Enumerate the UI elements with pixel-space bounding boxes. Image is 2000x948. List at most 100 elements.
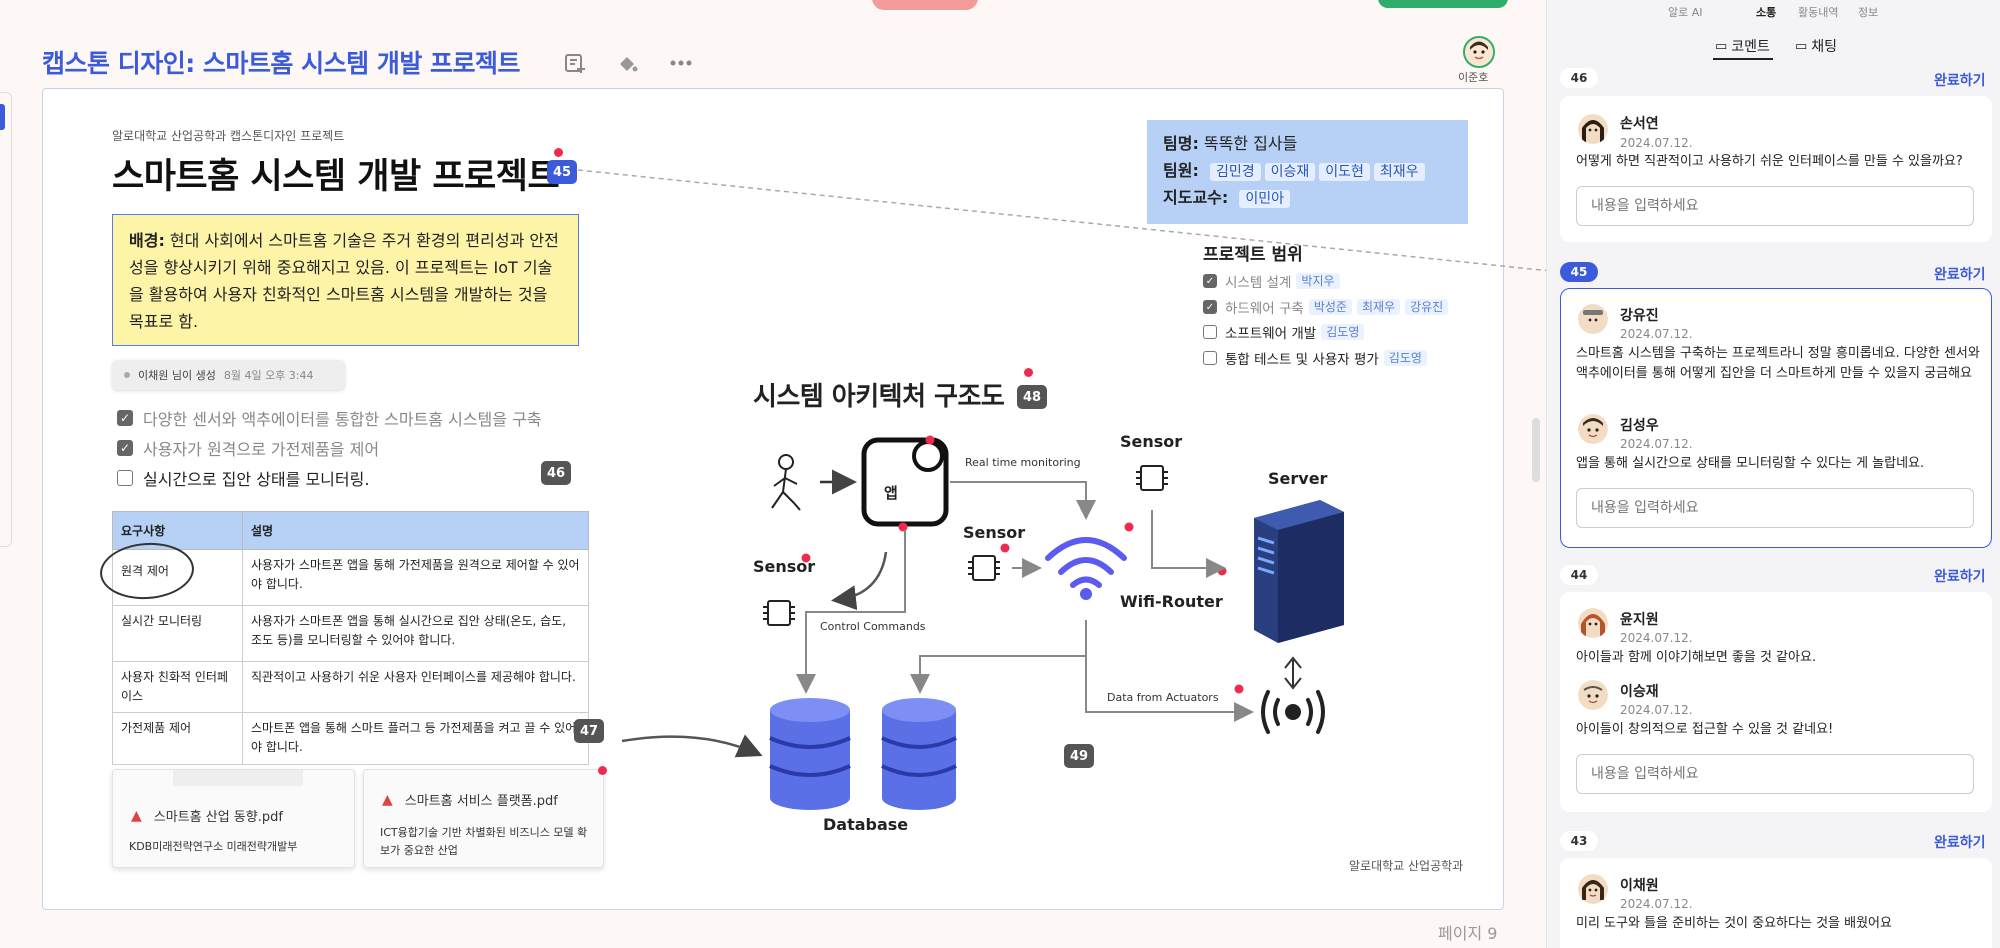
owner-tag[interactable]: 최재우: [1356, 299, 1401, 315]
more-icon[interactable]: [668, 50, 694, 76]
checkbox-checked[interactable]: ✓: [117, 440, 133, 456]
file-card[interactable]: ▲스마트홈 산업 동향.pdf KDB미래전략연구소 미래전략개발부: [112, 769, 355, 868]
created-time: 8월 4일 오후 3:44: [223, 369, 314, 382]
sensor-label: Sensor: [753, 557, 816, 576]
thread-number[interactable]: 45: [1560, 262, 1598, 282]
comment-dot[interactable]: [598, 766, 607, 775]
comment-text: 스마트홈 시스템을 구축하는 프로젝트라니 정말 흥미롭네요. 다양한 센서와 …: [1576, 346, 1980, 381]
member-tag[interactable]: 김민경: [1209, 163, 1261, 181]
file-name[interactable]: ▲ 스마트홈 서비스 플랫폼.pdf: [382, 790, 558, 810]
table-cell: 원격 제어: [112, 549, 243, 606]
file-name[interactable]: ▲스마트홈 산업 동향.pdf: [131, 806, 283, 826]
comment-input[interactable]: [1576, 186, 1974, 226]
comment-text: 미리 도구와 틀을 준비하는 것이 중요하다는 것을 배웠어요: [1576, 916, 1892, 931]
tab-activity[interactable]: 활동내역: [1798, 6, 1839, 19]
file-desc: ICT융합기술 기반 차별화된 비즈니스 모델 확보가 중요한 산업: [380, 826, 588, 857]
avatar: [1578, 680, 1608, 710]
goal-item[interactable]: 실시간으로 집안 상태를 모니터링.: [117, 466, 369, 490]
commenter-name: 윤지원: [1620, 612, 1659, 628]
advisor-tag[interactable]: 이민아: [1239, 190, 1291, 208]
avatar: [1578, 874, 1608, 904]
tab-ai[interactable]: 알로 AI: [1668, 6, 1703, 19]
sensor-label: Sensor: [1120, 432, 1183, 451]
resolve-button[interactable]: 완료하기: [1934, 569, 1986, 585]
owner-tag[interactable]: 박지우: [1296, 273, 1340, 289]
comment-dot[interactable]: [1024, 368, 1033, 377]
checkbox-checked[interactable]: ✓: [1203, 274, 1217, 288]
comment-date: 2024.07.12.: [1620, 897, 1693, 911]
resolve-button[interactable]: 완료하기: [1934, 267, 1986, 283]
checkbox-checked[interactable]: ✓: [117, 410, 133, 426]
avatar: [1578, 608, 1608, 638]
file-card[interactable]: ▲ 스마트홈 서비스 플랫폼.pdf ICT융합기술 기반 차별화된 비즈니스 모…: [363, 769, 604, 868]
tab-info[interactable]: 정보: [1858, 6, 1879, 19]
table-header: 요구사항: [112, 511, 243, 550]
left-rail[interactable]: [0, 92, 12, 547]
member-tag[interactable]: 이승재: [1264, 163, 1316, 181]
owner-tag[interactable]: 김도영: [1321, 324, 1365, 340]
scope-text: 소프트웨어 개발: [1225, 326, 1317, 342]
tab-communication[interactable]: 소통: [1756, 6, 1777, 19]
scope-text: 하드웨어 구축: [1225, 301, 1304, 317]
comment-dot[interactable]: [554, 148, 563, 157]
scrollbar[interactable]: [1532, 418, 1540, 482]
thread-number[interactable]: 46: [1560, 68, 1598, 88]
comment-marker-48[interactable]: 48: [1017, 385, 1048, 409]
rt-monitor-label: Real time monitoring: [965, 456, 1081, 469]
checkbox-checked[interactable]: ✓: [1203, 300, 1217, 314]
goal-item[interactable]: ✓사용자가 원격으로 가전제품을 제어: [117, 436, 379, 460]
left-rail-tab[interactable]: [0, 104, 5, 130]
pdf-icon: ▲: [382, 791, 393, 808]
comment-date: 2024.07.12.: [1620, 631, 1693, 645]
table-header: 설명: [242, 511, 589, 550]
comment-input[interactable]: [1576, 754, 1974, 794]
user-avatar[interactable]: [1463, 36, 1495, 68]
add-page-icon[interactable]: [562, 50, 588, 76]
table-cell: 직관적이고 사용하기 쉬운 사용자 인터페이스를 제공해야 합니다.: [242, 661, 589, 713]
commenter-name: 이승재: [1620, 684, 1659, 700]
file-name-text: 스마트홈 서비스 플랫폼.pdf: [404, 794, 558, 809]
checkbox-unchecked[interactable]: [1203, 351, 1217, 365]
table-cell: 실시간 모니터링: [112, 605, 243, 662]
checkbox-unchecked[interactable]: [117, 470, 133, 486]
comment-marker-46[interactable]: 46: [541, 461, 572, 485]
page-subtitle: 알로대학교 산업공학과 캡스톤디자인 프로젝트: [112, 129, 345, 143]
scope-text: 시스템 설계: [1225, 275, 1292, 291]
resolve-button[interactable]: 완료하기: [1934, 835, 1986, 851]
actuator-label: Data from Actuators: [1107, 691, 1219, 704]
table-cell: 사용자가 스마트폰 앱을 통해 가전제품을 원격으로 제어할 수 있어야 합니다…: [242, 549, 589, 606]
user-name: 이준호: [1458, 71, 1489, 84]
collaborator-chip: [872, 0, 978, 10]
thread-number[interactable]: 44: [1560, 565, 1598, 585]
team-name-label: 팀명:: [1163, 134, 1199, 153]
thread-number[interactable]: 43: [1560, 831, 1598, 851]
member-tag[interactable]: 최재우: [1373, 163, 1425, 181]
paint-icon[interactable]: [614, 50, 640, 76]
goal-item[interactable]: ✓다양한 센서와 액추에이터를 통합한 스마트홈 시스템을 구축: [117, 406, 542, 430]
comment-input[interactable]: [1576, 488, 1974, 528]
comment-marker-45[interactable]: 45: [547, 160, 578, 184]
comment-text: 아이들이 창의적으로 접근할 수 있을 것 같네요!: [1576, 722, 1834, 737]
tab-underline: [1713, 58, 1773, 60]
table-cell: 가전제품 제어: [112, 712, 243, 765]
comment-marker-47[interactable]: 47: [574, 719, 605, 743]
doc-title[interactable]: 캡스톤 디자인: 스마트홈 시스템 개발 프로젝트: [42, 49, 521, 78]
resolve-button[interactable]: 완료하기: [1934, 73, 1986, 89]
tab-comments[interactable]: ▭코멘트: [1715, 36, 1770, 56]
member-tag[interactable]: 이도현: [1319, 163, 1370, 181]
table-cell: 스마트폰 앱을 통해 스마트 플러그 등 가전제품을 켜고 끌 수 있어야 합니…: [242, 712, 589, 765]
owner-tag[interactable]: 강유진: [1405, 299, 1449, 315]
table-row: 사용자 친화적 인터페이스 직관적이고 사용하기 쉬운 사용자 인터페이스를 제…: [112, 661, 589, 713]
tab-chat[interactable]: ▭채팅: [1795, 36, 1837, 56]
goal-text: 실시간으로 집안 상태를 모니터링.: [143, 470, 370, 489]
checkbox-unchecked[interactable]: [1203, 325, 1217, 339]
table-row: 원격 제어 사용자가 스마트폰 앱을 통해 가전제품을 원격으로 제어할 수 있…: [112, 549, 589, 606]
owner-tag[interactable]: 김도영: [1383, 350, 1427, 366]
owner-tag[interactable]: 박성준: [1308, 299, 1352, 315]
comment-marker-49[interactable]: 49: [1064, 744, 1095, 768]
